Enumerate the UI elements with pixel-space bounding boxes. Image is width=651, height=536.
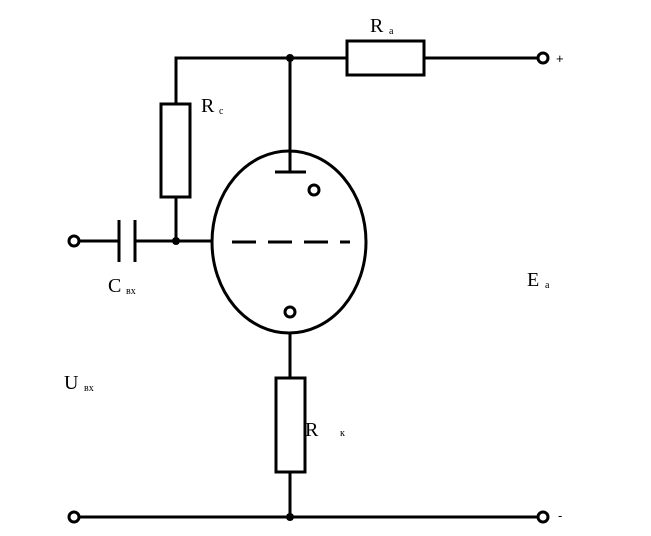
top-wire [174,56,540,106]
capacitor-cin [117,220,137,262]
svg-text:к: к [340,428,345,439]
svg-text:C: C [108,275,121,297]
terminal-minus [536,510,550,524]
junction-node-top [286,54,294,62]
tube-heater-contact [307,183,321,197]
label-uin: U вх [64,372,94,394]
minus-sign: - [558,508,562,523]
svg-text:a: a [545,280,550,291]
plus-sign: + [556,51,564,66]
svg-text:R: R [370,15,384,37]
terminal-plus [536,51,550,65]
terminal-ground-left [67,510,81,524]
svg-text:c: c [219,106,224,117]
label-rk: R к [305,419,345,441]
tube-cathode-contact [283,305,297,319]
label-cin: C вх [108,275,136,297]
svg-text:U: U [64,372,79,394]
svg-text:R: R [201,95,215,117]
svg-text:вх: вх [126,286,136,297]
svg-text:E: E [527,269,539,291]
terminal-input [67,234,81,248]
label-ea: E a [527,269,550,291]
svg-text:вх: вх [84,383,94,394]
svg-text:R: R [305,419,319,441]
resistor-rk [274,376,307,474]
resistor-ra [345,39,426,77]
tube-anode [275,56,306,174]
junction-node-grid [172,237,180,245]
junction-node-bottom [286,513,294,521]
label-rc: R c [201,95,224,117]
label-ra: R a [370,15,394,37]
svg-text:a: a [389,26,394,37]
resistor-rc [159,102,192,199]
